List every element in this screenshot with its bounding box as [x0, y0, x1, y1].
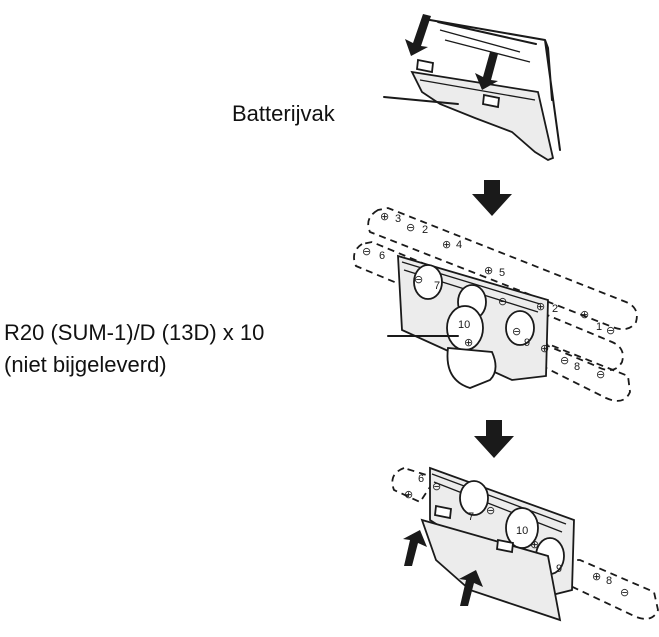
svg-text:⊕: ⊕ [442, 238, 451, 251]
svg-text:2: 2 [552, 303, 558, 315]
insertion-arrow-icon [405, 14, 431, 56]
battery-row-outline [367, 207, 638, 331]
compartment-cover [410, 70, 555, 162]
svg-text:⊖: ⊖ [486, 504, 495, 517]
battery-not-supplied-label: (niet bijgeleverd) [4, 352, 167, 377]
svg-text:10: 10 [516, 525, 528, 537]
svg-text:⊖: ⊖ [406, 221, 415, 234]
battery-type-label: R20 (SUM-1)/D (13D) x 10 [4, 320, 265, 345]
svg-text:⊖: ⊖ [606, 324, 615, 337]
svg-text:1: 1 [596, 321, 602, 333]
svg-text:⊕: ⊕ [464, 336, 473, 349]
svg-text:5: 5 [499, 267, 505, 279]
svg-text:⊕: ⊕ [540, 342, 549, 355]
svg-text:9: 9 [524, 337, 530, 349]
battery-row-outline [559, 559, 659, 620]
svg-text:7: 7 [434, 280, 440, 292]
svg-text:⊖: ⊖ [498, 295, 507, 308]
svg-text:4: 4 [456, 239, 462, 251]
insertion-arrow-icon [475, 52, 498, 90]
svg-text:⊖: ⊖ [432, 480, 441, 493]
svg-text:⊕: ⊕ [530, 538, 539, 551]
step-arrow-icon [472, 180, 512, 216]
svg-text:2: 2 [422, 224, 428, 236]
svg-text:6: 6 [379, 250, 385, 262]
svg-text:⊕: ⊕ [592, 570, 601, 583]
battery-row-outline [391, 467, 438, 504]
svg-text:10: 10 [458, 319, 470, 331]
battery-compartment-label: Batterijvak [232, 101, 335, 126]
svg-text:⊕: ⊕ [484, 264, 493, 277]
svg-text:6: 6 [418, 473, 424, 485]
compartment-frame [429, 19, 561, 151]
battery-cylinder [446, 347, 497, 389]
step-2-batteries: ⊕3 ⊖2 ⊕4 ⊕5 ⊖6 ⊖7 ⊕2 ⊕1 ⊖ ⊖9 ⊕ ⊖8 ⊖ 10 ⊕… [353, 207, 638, 402]
cover-latch-left [416, 58, 434, 74]
svg-text:⊖: ⊖ [596, 368, 605, 381]
svg-text:⊖: ⊖ [512, 325, 521, 338]
battery-row-outline [539, 342, 631, 402]
svg-text:7: 7 [468, 511, 474, 523]
step-3-close-cover: 6 ⊖ ⊕ 7 ⊖ 10 ⊕ 9 ⊕ 8 ⊖ [391, 466, 659, 622]
insertion-arrow-icon [459, 570, 483, 606]
svg-text:⊕: ⊕ [404, 488, 413, 501]
cover-latch-right [482, 93, 500, 109]
step-arrow-icon [474, 420, 514, 458]
insertion-arrow-icon [403, 530, 427, 566]
step-1-compartment [383, 14, 561, 162]
svg-text:9: 9 [556, 563, 562, 575]
svg-text:⊖: ⊖ [414, 273, 423, 286]
svg-text:⊖: ⊖ [362, 245, 371, 258]
svg-text:8: 8 [574, 361, 580, 373]
compartment-leader-line [383, 96, 459, 105]
svg-text:⊖: ⊖ [560, 354, 569, 367]
svg-text:3: 3 [395, 213, 401, 225]
svg-text:8: 8 [606, 575, 612, 587]
cover-latch-left [434, 504, 452, 520]
svg-text:⊖: ⊖ [620, 586, 629, 599]
svg-text:⊕: ⊕ [380, 210, 389, 223]
svg-text:⊕: ⊕ [536, 300, 545, 313]
svg-text:⊕: ⊕ [580, 308, 589, 321]
cover-latch-right [496, 538, 514, 554]
compartment-cover [420, 518, 562, 622]
